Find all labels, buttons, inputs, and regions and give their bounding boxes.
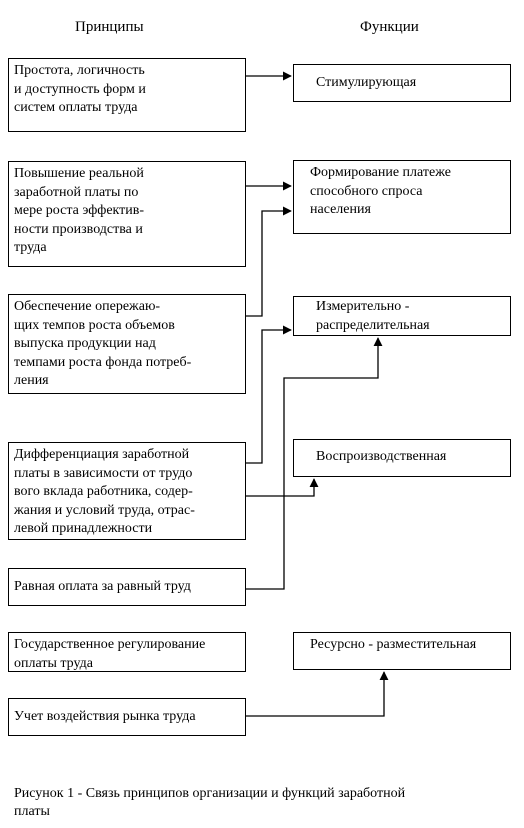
arrow-output-to-demand: [246, 206, 292, 317]
principle-text: Обеспечение опережаю- щих темпов роста о…: [14, 299, 192, 388]
function-text: Формирование платеже способного спроса н…: [310, 165, 451, 217]
principles-header: Принципы: [75, 19, 144, 35]
function-box-stimulating: Стимулирующая: [293, 64, 511, 102]
principle-box-differentiation: Дифференциация заработной платы в зависи…: [8, 442, 246, 540]
principle-text: Повышение реальной заработной платы по м…: [14, 166, 145, 255]
arrow-diff-to-reproductive: [246, 478, 319, 497]
function-text: Ресурсно - разместительная: [310, 637, 477, 652]
principle-text: Дифференциация заработной платы в зависи…: [14, 447, 195, 536]
principle-box-simplicity: Простота, логичность и доступность форм …: [8, 58, 246, 132]
principle-text: Равная оплата за равный труд: [14, 579, 191, 594]
principle-text: Учет воздействия рынка труда: [14, 709, 196, 724]
principle-text: Простота, логичность и доступность форм …: [14, 63, 146, 115]
principle-box-equal-pay: Равная оплата за равный труд: [8, 568, 246, 606]
principle-box-state-regulation: Государственное регулирование оплаты тру…: [8, 632, 246, 672]
function-text: Измерительно - распределительная: [316, 299, 430, 333]
function-text: Стимулирующая: [316, 75, 417, 90]
principle-box-real-wage-growth: Повышение реальной заработной платы по м…: [8, 161, 246, 267]
functions-header: Функции: [360, 19, 419, 35]
principle-box-output-growth: Обеспечение опережаю- щих темпов роста о…: [8, 294, 246, 394]
function-box-demand-formation: Формирование платеже способного спроса н…: [293, 160, 511, 234]
function-box-measuring-distributive: Измерительно - распределительная: [293, 296, 511, 336]
figure-caption: Рисунок 1 - Связь принципов организации …: [14, 786, 406, 819]
function-box-resource-allocation: Ресурсно - разместительная: [293, 632, 511, 670]
arrow-diff-to-measuring: [246, 325, 292, 464]
function-text: Воспроизводственная: [316, 449, 447, 464]
function-box-reproductive: Воспроизводственная: [293, 439, 511, 477]
principle-text: Государственное регулирование оплаты тру…: [14, 637, 206, 671]
principle-box-labor-market: Учет воздействия рынка труда: [8, 698, 246, 736]
arrow-market-to-resource: [246, 671, 389, 717]
